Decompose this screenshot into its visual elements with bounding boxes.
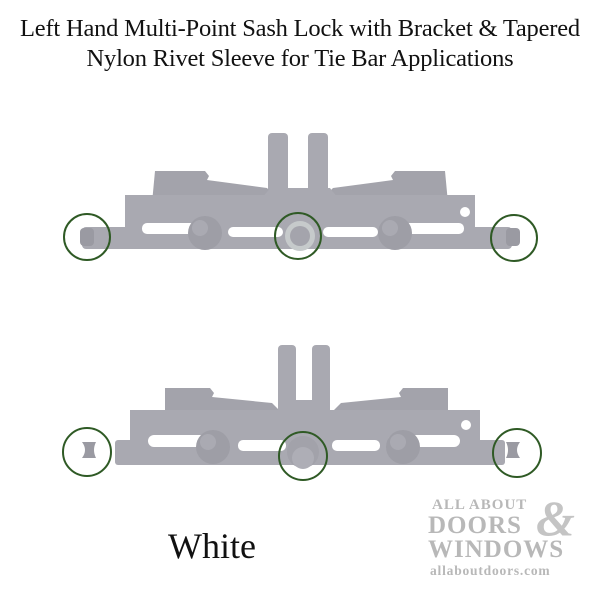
title-line-2: Nylon Rivet Sleeve for Tie Bar Applicati…	[86, 45, 514, 72]
logo-line-2: DOORS	[428, 512, 522, 539]
highlight-circle-left	[63, 213, 111, 261]
logo-url: allaboutdoors.com	[430, 563, 551, 578]
sash-lock-image-top	[63, 133, 538, 262]
color-label: White	[168, 526, 256, 566]
logo-ampersand: &	[536, 490, 575, 546]
logo-line-1: ALL ABOUT	[432, 497, 528, 513]
logo-line-3: WINDOWS	[428, 536, 565, 563]
highlight-circle-right	[490, 214, 538, 262]
brand-logo: & ALL ABOUT DOORS WINDOWS allaboutdoors.…	[420, 490, 595, 580]
sash-lock-image-bottom	[62, 345, 542, 481]
title-line-1: Left Hand Multi-Point Sash Lock with Bra…	[20, 15, 580, 42]
highlight-circle-center	[278, 431, 328, 481]
highlight-circle-right	[492, 428, 542, 478]
highlight-circle-left	[62, 427, 112, 477]
product-title: Left Hand Multi-Point Sash Lock with Bra…	[0, 14, 600, 74]
highlight-circle-center	[274, 212, 322, 260]
